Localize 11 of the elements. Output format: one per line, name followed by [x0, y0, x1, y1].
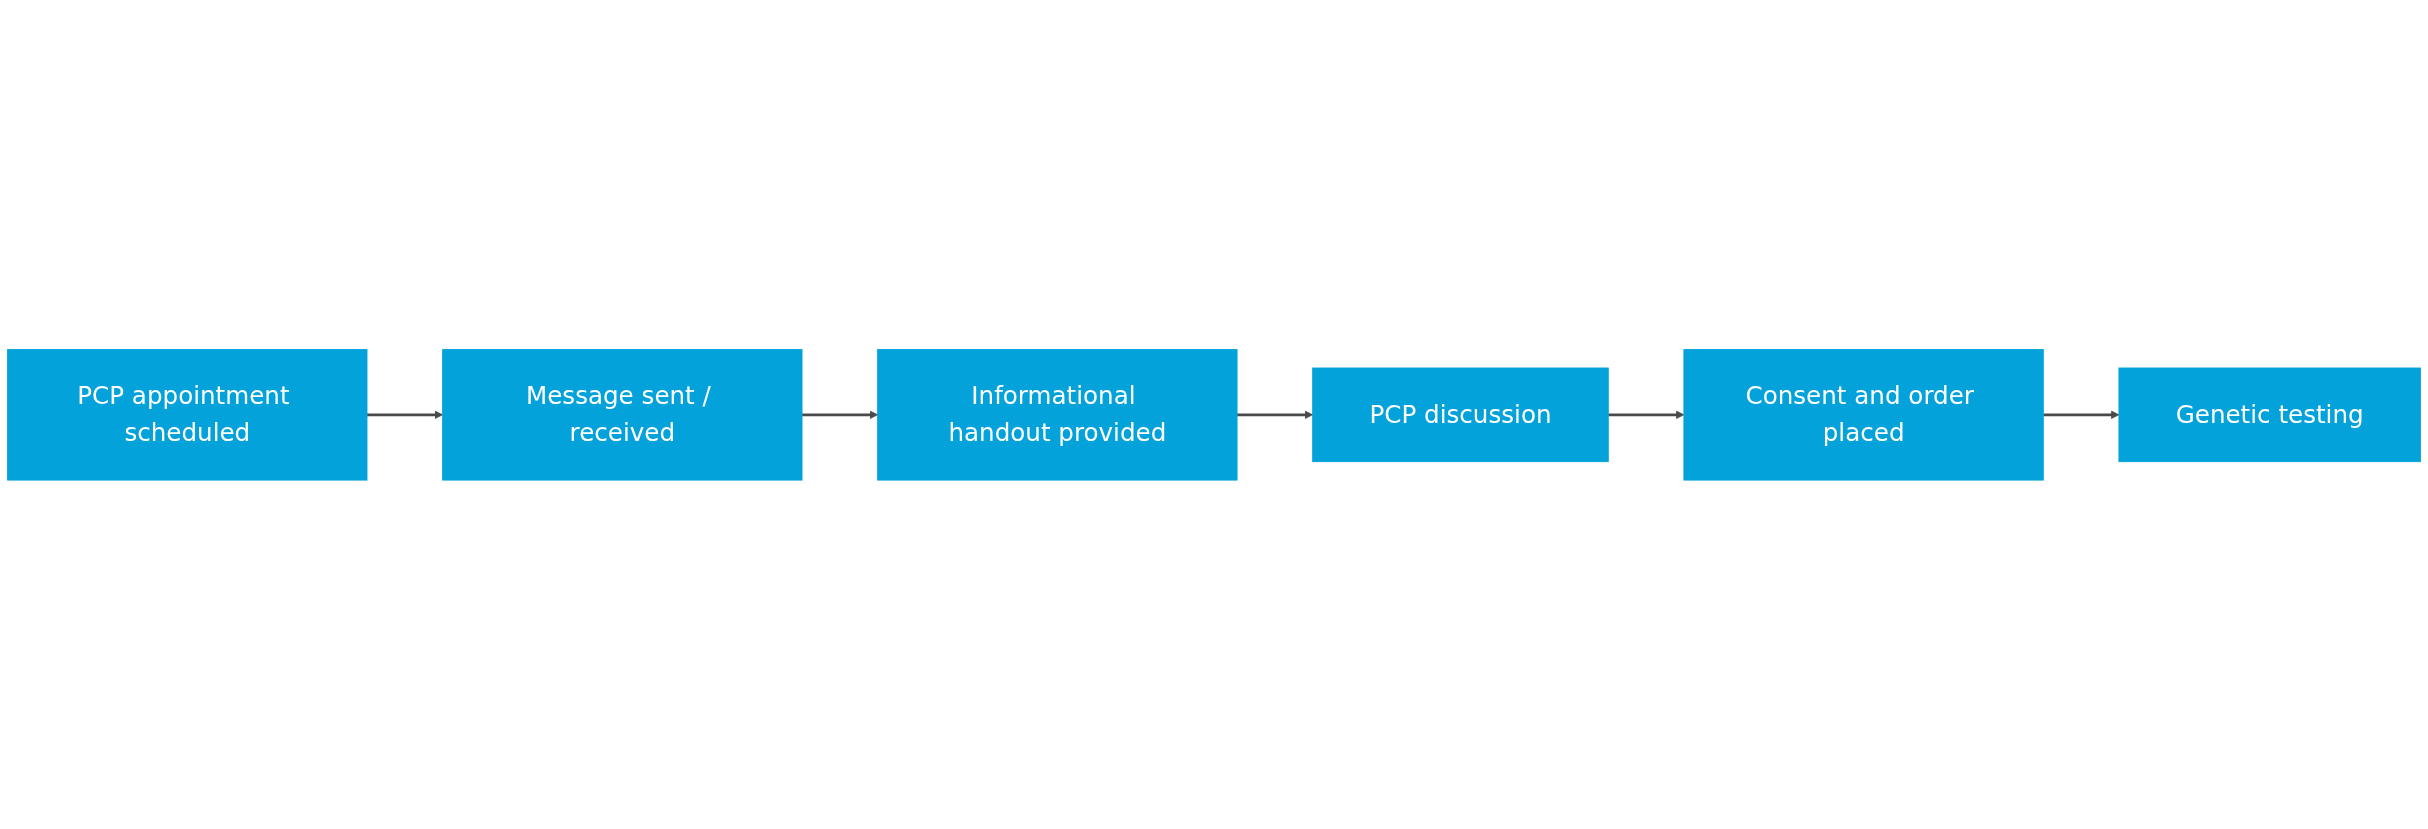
- arrow: [802, 410, 879, 419]
- arrow: [1237, 410, 1314, 419]
- arrow: [367, 410, 443, 419]
- node-box: Message sent / received: [442, 348, 803, 481]
- node-box: Consent and order placed: [1683, 348, 2044, 481]
- node-box: Informational handout provided: [877, 348, 1238, 481]
- node-box: PCP appointment scheduled: [7, 348, 368, 481]
- node-box: Genetic testing: [2118, 367, 2421, 462]
- node-box: PCP discussion: [1312, 367, 1609, 462]
- arrow: [1608, 410, 1685, 419]
- arrow: [2043, 410, 2120, 419]
